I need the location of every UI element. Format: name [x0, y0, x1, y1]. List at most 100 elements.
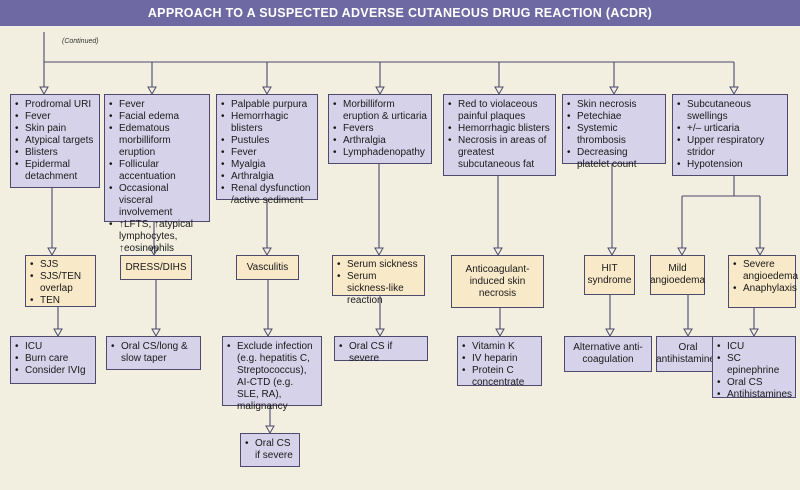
list-item: Oral CS if severe	[245, 438, 295, 462]
list-item: Follicular accentuation	[109, 159, 205, 183]
arrowhead	[53, 328, 63, 338]
management-box-vasculitis: Exclude infection (e.g. hepatitis C, Str…	[222, 336, 322, 412]
list-item: Morbilliform eruption & urticaria	[333, 99, 427, 123]
list-item: Facial edema	[109, 111, 205, 123]
findings-list: Palpable purpuraHemorrhagic blistersPust…	[221, 99, 313, 207]
list-item: Necrosis in areas of greatest subcutaneo…	[448, 135, 551, 171]
list-item: Fevers	[333, 123, 427, 135]
list-item: Atypical targets	[15, 135, 95, 147]
list-item: SJS	[30, 259, 91, 271]
list-item: Fever	[15, 111, 95, 123]
diagnosis-label: HIT syndrome	[587, 263, 632, 286]
list-item: Antihistamines	[717, 389, 792, 401]
list-item: ↑LFTS, ↑atypical lymphocytes, ↑eosinophi…	[109, 219, 205, 255]
diagnosis-list: SJSSJS/TEN overlapTEN	[30, 259, 91, 307]
findings-box-sjs: Prodromal URIFeverSkin painAtypical targ…	[10, 94, 100, 188]
findings-box-hit: Skin necrosisPetechiaeSystemic thrombosi…	[562, 94, 666, 170]
arrowhead	[494, 86, 504, 96]
list-item: ICU	[15, 341, 91, 353]
management-list: Vitamin KIV heparinProtein C concentrate	[462, 341, 537, 389]
arrowhead	[262, 86, 272, 96]
list-item: SC epinephrine	[717, 353, 791, 377]
findings-list: Prodromal URIFeverSkin painAtypical targ…	[15, 99, 95, 183]
list-item: Oral CS/long & slow taper	[111, 341, 196, 365]
list-item: Serum sickness	[337, 259, 420, 271]
diagnosis-box-hit: HIT syndrome	[584, 255, 635, 295]
arrowhead	[265, 425, 275, 435]
list-item: Oral CS	[717, 377, 791, 389]
arrowhead	[262, 247, 272, 257]
list-item: Upper respiratory stridor	[677, 135, 783, 159]
arrowhead	[151, 328, 161, 338]
diagnosis-label: Anticoagulant-induced skin necrosis	[465, 263, 530, 299]
list-item: Hemorrhagic blisters	[221, 111, 313, 135]
findings-list: Red to violaceous painful plaquesHemorrh…	[448, 99, 551, 171]
list-item: Fever	[109, 99, 205, 111]
diagnosis-box-dress: DRESS/DIHS	[120, 255, 192, 280]
list-item: Hemorrhagic blisters	[448, 123, 551, 135]
list-item: Petechiae	[567, 111, 661, 123]
list-item: Consider IVIg	[15, 365, 91, 377]
list-item: Prodromal URI	[15, 99, 95, 111]
arrowhead	[147, 86, 157, 96]
list-item: Blisters	[15, 147, 95, 159]
arrowhead	[495, 328, 505, 338]
arrowhead	[683, 328, 693, 338]
list-item: Severe angioedema	[733, 259, 798, 283]
arrowhead	[39, 86, 49, 96]
list-item: SJS/TEN overlap	[30, 271, 91, 295]
arrowhead	[609, 86, 619, 96]
list-item: Subcutaneous swellings	[677, 99, 783, 123]
list-item: Skin necrosis	[567, 99, 661, 111]
findings-list: FeverFacial edemaEdematous morbilliform …	[109, 99, 205, 255]
arrowhead	[749, 328, 759, 338]
list-item: TEN	[30, 295, 91, 307]
list-item: Palpable purpura	[221, 99, 313, 111]
list-item: Anaphylaxis	[733, 283, 797, 295]
list-item: Pustules	[221, 135, 313, 147]
arrowhead	[47, 247, 57, 257]
list-item: Epidermal detachment	[15, 159, 95, 183]
diagnosis-box-serum-sickness: Serum sicknessSerum sickness-like reacti…	[332, 255, 425, 306]
followup-box-vasculitis: Oral CS if severe	[240, 433, 300, 467]
diagnosis-box-vasculitis: Vasculitis	[236, 255, 299, 280]
findings-box-anticoagulant: Red to violaceous painful plaquesHemorrh…	[443, 94, 556, 176]
list-item: Skin pain	[15, 123, 95, 135]
findings-box-dress: FeverFacial edemaEdematous morbilliform …	[104, 94, 210, 254]
management-list: ICUBurn careConsider IVIg	[15, 341, 91, 377]
arrowhead	[729, 86, 739, 96]
diagnosis-label: Vasculitis	[246, 261, 289, 273]
diagnosis-box-anticoagulant: Anticoagulant-induced skin necrosis	[451, 255, 544, 308]
findings-list: Subcutaneous swellings+/– urticariaUpper…	[677, 99, 783, 171]
list-item: Hypotension	[677, 159, 783, 171]
diagnosis-box-sjs-ten: SJSSJS/TEN overlapTEN	[25, 255, 96, 307]
continued-note: (Continued)	[62, 38, 99, 45]
arrowhead	[607, 247, 617, 257]
list-item: Burn care	[15, 353, 91, 365]
list-item: Serum sickness-like reaction	[337, 271, 420, 307]
management-list: ICUSC epinephrineOral CSAntihistamines	[717, 341, 792, 401]
management-label: Alternative anti-coagulation	[573, 342, 643, 365]
management-box-severe-angioedema: ICUSC epinephrineOral CSAntihistamines	[712, 336, 796, 401]
diagnosis-box-mild-angioedema: Mild angioedema	[650, 255, 705, 295]
diagnosis-label: Mild angioedema	[649, 263, 706, 286]
list-item: Oral CS if severe	[339, 341, 423, 365]
arrowhead	[374, 247, 384, 257]
arrowhead	[605, 328, 615, 338]
list-item: Myalgia	[221, 159, 313, 171]
management-list: Oral CS/long & slow taper	[111, 341, 196, 365]
arrowhead	[263, 328, 273, 338]
list-item: Lymphadenopathy	[333, 147, 427, 159]
management-box-serum-sickness: Oral CS if severe	[334, 336, 428, 364]
list-item: Exclude infection (e.g. hepatitis C, Str…	[227, 341, 317, 413]
arrowhead	[493, 247, 503, 257]
arrowhead	[677, 247, 687, 257]
list-item: Edematous morbilliform eruption	[109, 123, 205, 159]
list-item: Arthralgia	[221, 171, 313, 183]
diagnosis-box-severe-angioedema: Severe angioedemaAnaphylaxis	[728, 255, 798, 308]
list-item: Fever	[221, 147, 313, 159]
list-item: Vitamin K	[462, 341, 537, 353]
list-item: IV heparin	[462, 353, 537, 365]
findings-box-serum-sickness: Morbilliform eruption & urticariaFeversA…	[328, 94, 432, 164]
